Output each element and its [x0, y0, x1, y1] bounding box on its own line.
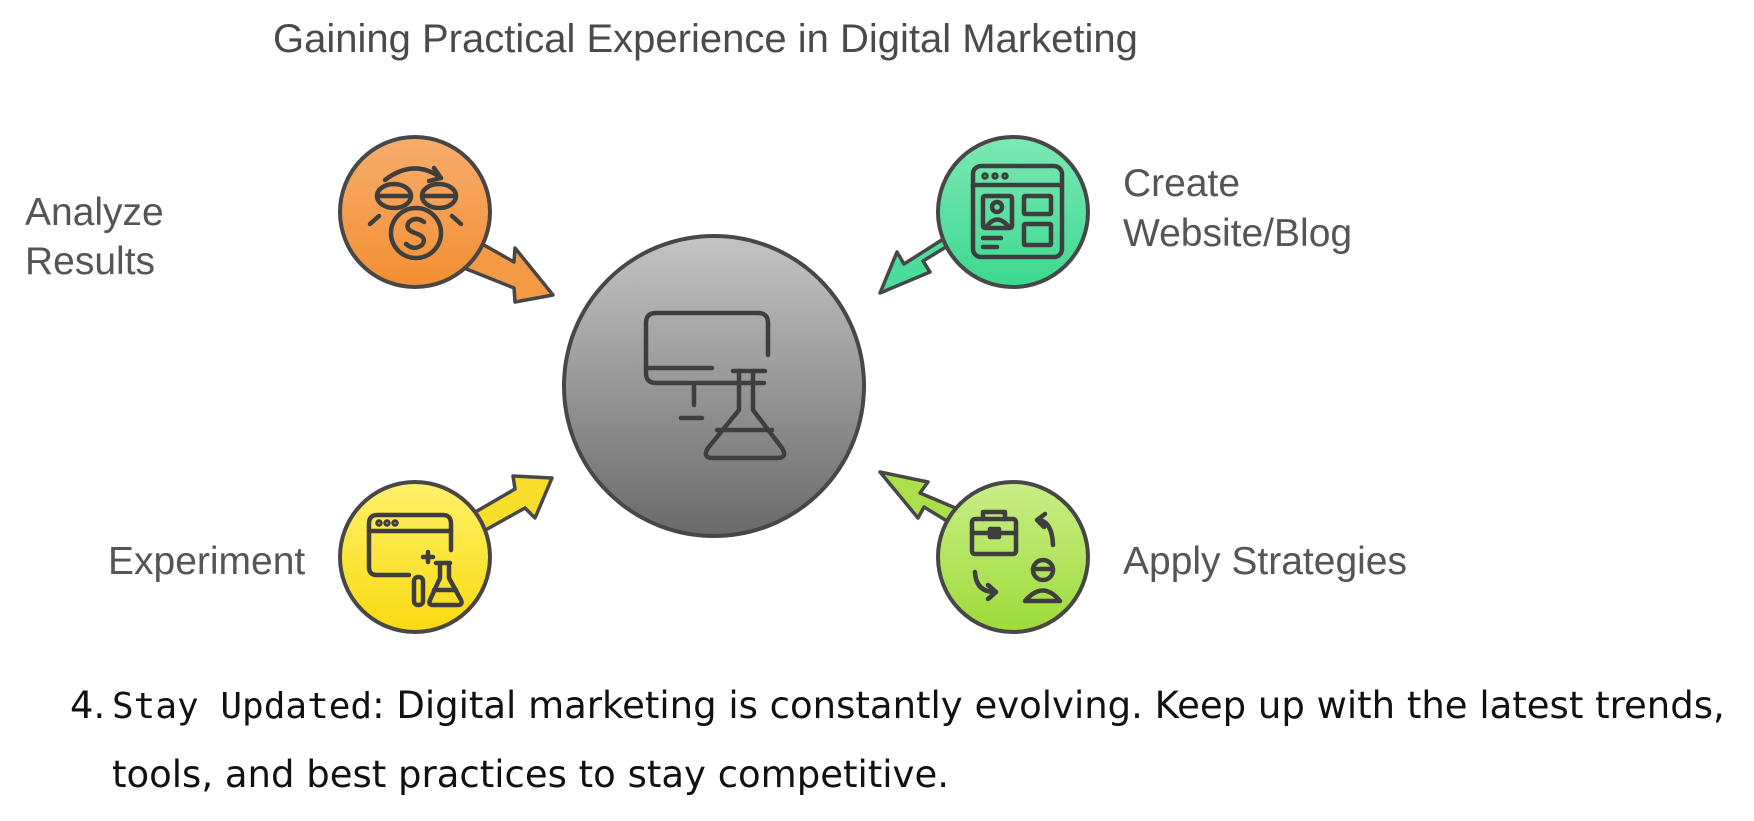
node-analyze-results	[338, 135, 492, 289]
list-item-separator: :	[372, 684, 385, 727]
list-item-text: Digital marketing is constantly evolving…	[112, 684, 1725, 796]
coins-cycle-icon	[367, 165, 464, 261]
briefcase-person-cycle-icon	[969, 509, 1063, 604]
list-number: 4.	[70, 684, 106, 727]
label-create-website: Create Website/Blog	[1123, 162, 1352, 255]
arrow-create-to-center	[878, 234, 966, 295]
label-analyze-results: Analyze Results	[25, 191, 175, 283]
list-item-term: Stay Updated	[112, 686, 373, 727]
numbered-list-item: 4. Stay Updated: Digital marketing is co…	[70, 672, 1730, 809]
computer-lab-flask-icon	[643, 310, 787, 461]
label-experiment: Experiment	[108, 540, 305, 583]
browser-flask-icon	[366, 512, 464, 608]
diagram-title: Gaining Practical Experience in Digital …	[273, 17, 1138, 61]
center-node	[562, 234, 866, 538]
arrow-experiment-to-center	[470, 474, 554, 534]
website-layout-icon	[970, 163, 1065, 260]
node-apply-strategies	[936, 480, 1090, 634]
node-experiment	[338, 480, 492, 634]
label-apply-strategies: Apply Strategies	[1123, 540, 1407, 583]
node-create-website	[936, 135, 1090, 289]
list-item-body: Stay Updated: Digital marketing is const…	[112, 672, 1730, 809]
